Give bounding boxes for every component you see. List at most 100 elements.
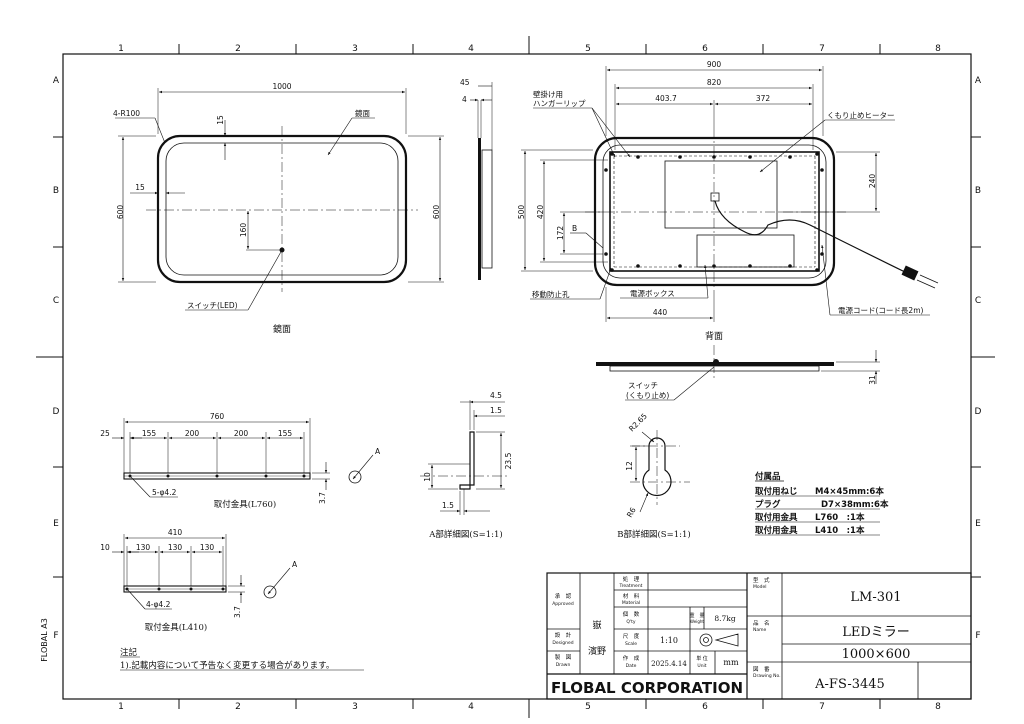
row-label: B [53,186,59,196]
dim-410-offset: 10 [100,543,110,552]
unit-jp: 単 位 [696,655,708,662]
col-label: 5 [585,702,591,712]
switch-label: スイッチ(LED) [187,301,238,310]
switch-label-2: (くもり止め) [626,390,669,400]
dim-410-span: 130 [168,543,183,552]
dim-760-span: 200 [185,429,200,438]
drawn-jp: 製 図 [555,653,572,661]
dim-detail-a-23-5: 23.5 [504,452,513,469]
back-view-caption: 背面 [705,330,723,342]
col-label: 3 [352,702,358,712]
dim-detail-b-r265: R2.65 [627,411,649,433]
name-jp: 品 名 [753,619,770,627]
col-label: 7 [819,702,825,712]
designed-jp: 設 計 [555,631,572,639]
detail-b-caption: B部詳細図(S=1:1) [617,529,691,540]
back-frame [609,151,820,272]
dim-760-span: 155 [278,429,293,438]
drawn-en: Drawn [556,662,571,668]
dim-410-span: 130 [136,543,151,552]
dim-detail-a-4-5: 4.5 [490,391,502,400]
dim-detail-b-12: 12 [625,461,634,471]
bracket-410-caption: 取付金具(L410) [145,622,208,633]
bracket-760-caption: 取付金具(L760) [214,499,277,510]
qty-jp: 個 数 [623,610,640,618]
scale-jp: 尺 度 [623,632,640,640]
col-label: 5 [585,44,591,54]
dim-410-thickness: 3.7 [233,606,242,618]
sheet-border [36,36,995,718]
dim-760: 760 [210,412,225,421]
designed-en: Designed [552,640,573,646]
dim-side-mirror: 4 [462,95,467,104]
title-block [546,572,972,700]
treatment-en: Treatment [619,583,643,589]
dim-top-margin: 15 [216,115,225,125]
dim-500: 500 [517,205,526,220]
row-label: D [975,407,982,417]
col-label: 2 [235,44,241,54]
accessory-spec: D7×38mm:6本 [821,499,889,510]
col-label: 6 [702,702,708,712]
detail-b [630,430,690,513]
material-jp: 材 料 [623,592,640,600]
designer-name: 濱野 [588,645,606,657]
anti-fog-switch-dot [713,359,719,365]
unit-value: mm [723,658,739,667]
front-view-labels: 1000 600 600 15 15 160 4-R100 鏡面 スイッチ(LE… [113,82,441,310]
dim-detail-a-10: 10 [423,472,432,482]
border-column-labels: 1 2 3 4 5 6 7 8 1 2 3 4 5 6 7 8 [118,44,941,712]
col-label: 4 [468,702,474,712]
date-value: 2025.4.14 [651,660,687,668]
accessory-name: 取付用ねじ [755,486,798,497]
notes-title: 注記 [120,647,138,658]
view-a-marker: A [375,447,381,456]
model-value: LM-301 [850,590,901,605]
approved-jp: 承 認 [555,592,572,600]
dim-detail-a-1-5-top: 1.5 [490,406,502,415]
col-label: 6 [702,44,708,54]
accessory-spec: L410 :1本 [815,525,865,536]
border-row-labels: A B C D E F A B C D E F [53,76,982,641]
dim-760-offset: 25 [100,429,110,438]
dim-372: 372 [756,94,771,103]
company-name: FLOBAL CORPORATION [551,679,743,697]
weight-en: Weight [690,619,704,624]
dim-760-span: 200 [234,429,249,438]
scale-en: Scale [625,641,637,647]
scale-value: 1:10 [660,636,678,645]
weight-jp: 重 量 [689,612,704,619]
switch-dot [279,247,285,253]
accessories-list: 付属品 取付用ねじ M4×45mm:6本 プラグ D7×38mm:6本 取付用金… [755,471,889,536]
bracket-l760 [112,418,374,498]
hanger-label-2: ハンガーリップ [533,98,586,108]
col-label: 4 [468,44,474,54]
view-a-marker: A [292,560,298,569]
front-view-caption: 鏡面 [273,323,291,335]
dim-width: 1000 [272,82,291,91]
title-block-labels: 承 認 Approved 嶽 処 理 Treatment 材 料 Materia… [551,575,910,697]
mirror-surface-label: 鏡面 [355,108,370,118]
dim-410-span: 130 [200,543,215,552]
dim-420: 420 [536,205,545,220]
detail-b-marker: B [572,224,577,233]
power-cord-label: 電源コード(コード長2m) [838,306,924,315]
detail-a [420,400,510,515]
dim-side-depth: 45 [460,78,470,87]
sheet-size-label: FLOBAL A3 [40,618,49,662]
qty-en: Q'ty [626,619,636,625]
col-label: 8 [935,44,941,54]
dim-440: 440 [653,308,668,317]
col-label: 2 [235,702,241,712]
accessory-name: 取付用金具 [755,512,798,523]
dim-172: 172 [556,226,565,241]
drawing-no-jp: 図 番 [753,666,770,673]
approver-name: 嶽 [592,620,601,631]
approved-en: Approved [552,601,574,607]
detail-a-caption: A部詳細図(S=1:1) [428,529,502,540]
bracket-l410 [112,534,291,610]
bracket-760-holes-label: 5-φ4.2 [152,488,177,497]
dim-760-span: 155 [142,429,157,438]
model-en: Model [753,584,767,590]
